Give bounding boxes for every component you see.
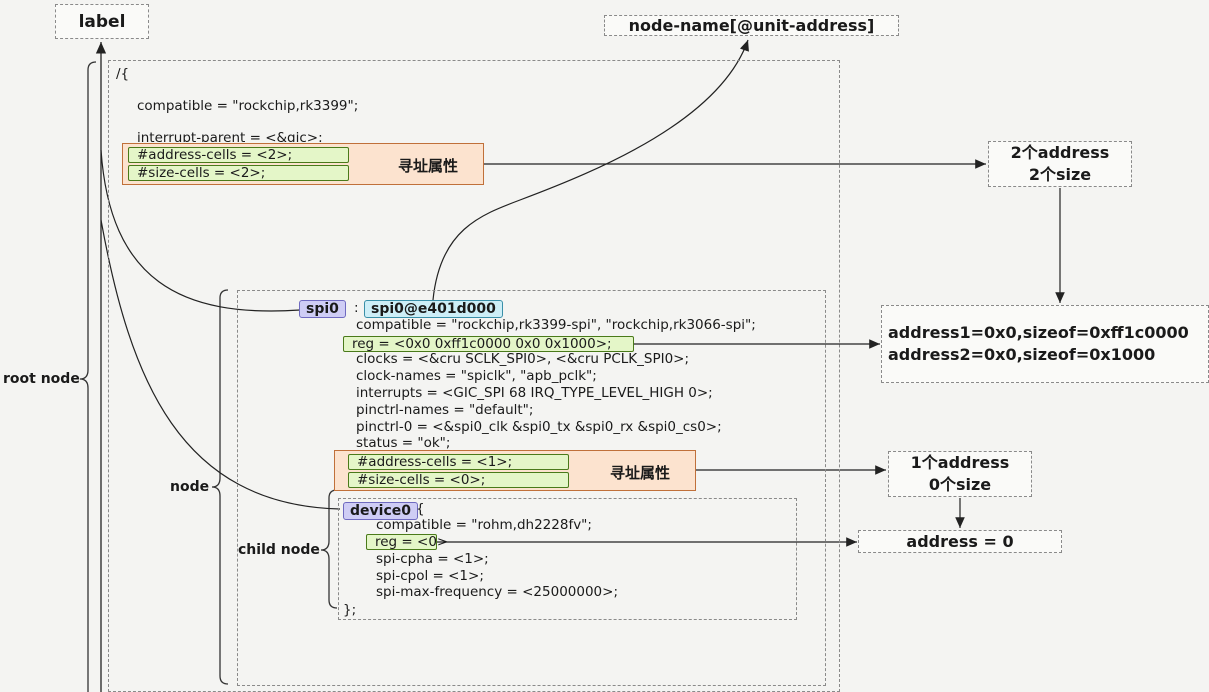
spi-node-box bbox=[237, 290, 826, 686]
label-box: label bbox=[55, 4, 149, 39]
spi-reg: reg = <0x0 0xff1c0000 0x0 0x1000>; bbox=[343, 336, 634, 352]
spi-addressing-attr-label: 寻址属性 bbox=[610, 464, 671, 482]
spi-compatible: compatible = "rockchip,rk3399-spi", "roc… bbox=[356, 317, 756, 333]
node-label: node bbox=[170, 479, 210, 495]
spi-colon: : bbox=[354, 300, 359, 316]
root-address-cells: #address-cells = <2>; bbox=[128, 147, 349, 163]
device-node-box bbox=[338, 498, 797, 620]
device-spi-cpha: spi-cpha = <1>; bbox=[376, 551, 489, 567]
device-open-brace: { bbox=[416, 501, 425, 517]
root-compatible: compatible = "rockchip,rk3399"; bbox=[137, 98, 359, 114]
device-reg: reg = <0> bbox=[366, 534, 448, 550]
root-cells-line1: 2个address bbox=[1010, 143, 1110, 162]
root-open-brace: /{ bbox=[116, 66, 130, 82]
spi-address-cells: #address-cells = <1>; bbox=[348, 454, 569, 470]
spi-interrupts: interrupts = <GIC_SPI 68 IRQ_TYPE_LEVEL_… bbox=[356, 385, 713, 401]
spi-size-cells: #size-cells = <0>; bbox=[348, 472, 569, 488]
device-reg-explain-box: address = 0 bbox=[858, 530, 1062, 553]
spi-clocks: clocks = <&cru SCLK_SPI0>, <&cru PCLK_SP… bbox=[356, 351, 690, 367]
root-cells-line2: 2个size bbox=[1028, 165, 1092, 184]
root-interrupt-parent: interrupt-parent = <&gic>; bbox=[137, 130, 323, 142]
spi-label-tag: spi0 bbox=[299, 300, 346, 318]
device-reg-explain: address = 0 bbox=[906, 531, 1014, 551]
label-text: label bbox=[78, 11, 126, 32]
node-name-text: node-name[@unit-address] bbox=[628, 15, 875, 35]
spi-pinctrl-0: pinctrl-0 = <&spi0_clk &spi0_tx &spi0_rx… bbox=[356, 419, 722, 435]
device-spi-cpol: spi-cpol = <1>; bbox=[376, 568, 484, 584]
reg-explain-line2: address2=0x0,sizeof=0x1000 bbox=[888, 345, 1156, 364]
spi-status: status = "ok"; bbox=[356, 435, 451, 451]
root-cells-explain-box: 2个address 2个size bbox=[988, 141, 1132, 187]
root-addressing-attr-label: 寻址属性 bbox=[398, 157, 459, 175]
spi-cells-line2: 0个size bbox=[928, 475, 992, 494]
reg-explain-box: address1=0x0,sizeof=0xff1c0000 address2=… bbox=[881, 305, 1209, 383]
reg-explain-line1: address1=0x0,sizeof=0xff1c0000 bbox=[888, 323, 1189, 342]
child-node-label: child node bbox=[238, 542, 320, 558]
device-compatible: compatible = "rohm,dh2228fv"; bbox=[376, 517, 592, 533]
spi-pinctrl-names: pinctrl-names = "default"; bbox=[356, 402, 534, 418]
node-name-box: node-name[@unit-address] bbox=[604, 15, 899, 36]
spi-cells-line1: 1个address bbox=[910, 453, 1010, 472]
device-spi-max-frequency: spi-max-frequency = <25000000>; bbox=[376, 584, 618, 600]
root-node-label: root node bbox=[3, 371, 80, 387]
spi-node-name-tag: spi0@e401d000 bbox=[364, 300, 503, 318]
device-close-brace: }; bbox=[343, 602, 357, 618]
root-size-cells: #size-cells = <2>; bbox=[128, 165, 349, 181]
spi-cells-explain-box: 1个address 0个size bbox=[888, 451, 1032, 497]
device-label-tag: device0 bbox=[343, 502, 418, 520]
spi-clock-names: clock-names = "spiclk", "apb_pclk"; bbox=[356, 368, 597, 384]
